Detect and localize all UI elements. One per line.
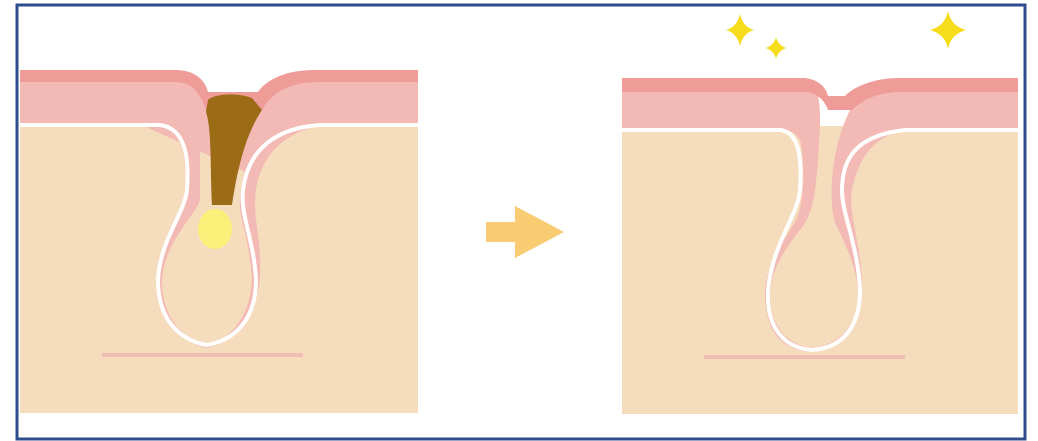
trapped-sebum <box>198 209 232 249</box>
dermis-right <box>622 126 1018 414</box>
panel-clogged-pore <box>20 70 418 413</box>
